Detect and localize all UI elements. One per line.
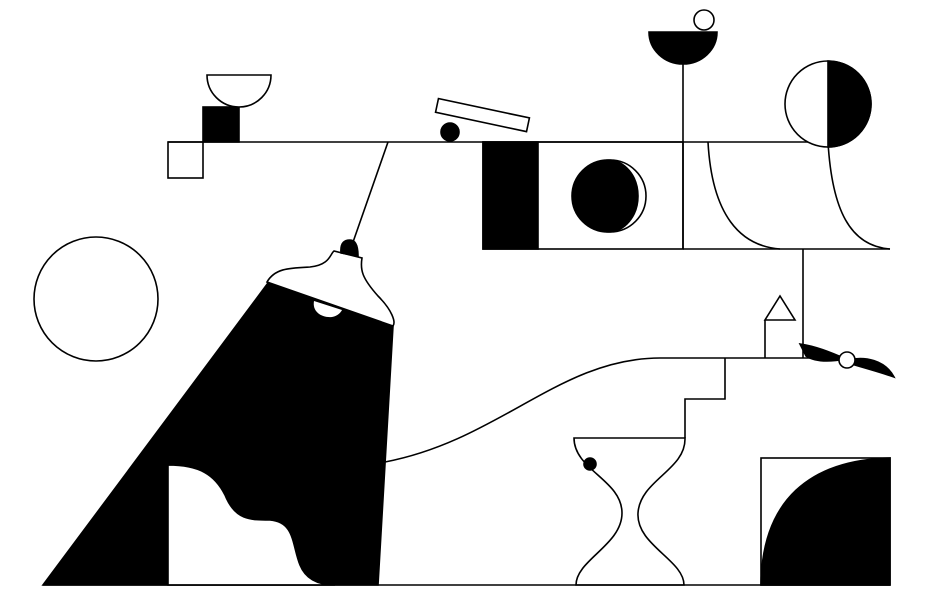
curve-left: [707, 141, 781, 250]
curve-right: [827, 141, 891, 250]
lamp-cord: [351, 141, 389, 246]
pole-ball: [693, 9, 715, 31]
propeller-hub: [838, 351, 856, 369]
tilted-plank: [434, 97, 531, 133]
black-panel: [482, 141, 539, 250]
small-square: [167, 141, 204, 179]
ball: [440, 122, 460, 142]
black-block: [202, 106, 240, 143]
triangle: [763, 294, 797, 321]
lamp-shade: [265, 250, 395, 327]
s-curve: [384, 357, 820, 463]
white-wave: [167, 464, 336, 586]
stairs: [684, 358, 726, 438]
quarter-fill: [760, 457, 891, 586]
hourglass-ball: [583, 457, 597, 471]
propeller-blade-right: [847, 357, 896, 379]
moon-crescent: [571, 159, 639, 233]
left-circle: [33, 236, 159, 362]
half-circle-fill: [827, 60, 872, 148]
bowl: [206, 74, 272, 108]
pole-bowl: [648, 31, 718, 65]
lamp-bulb: [313, 301, 342, 318]
lamp-cap: [340, 239, 359, 257]
